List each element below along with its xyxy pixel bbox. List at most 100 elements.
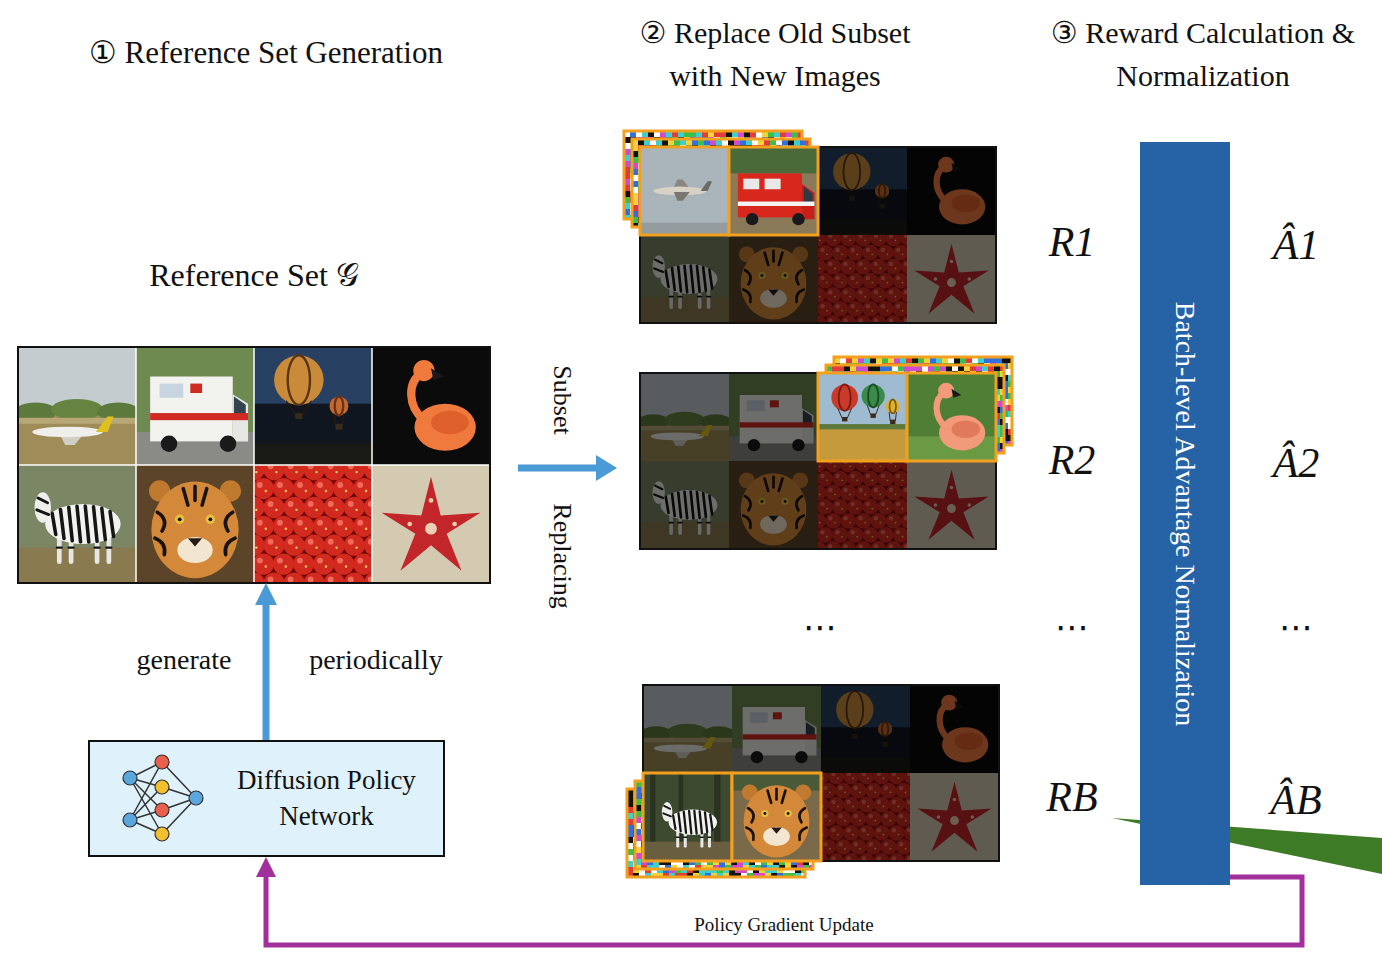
picture-part	[51, 399, 103, 420]
picture-part	[293, 554, 314, 575]
thumbnail-image	[637, 373, 731, 461]
thumbnail-image	[810, 231, 924, 331]
picture-part	[275, 546, 277, 548]
picture-part	[315, 546, 317, 548]
picture-part	[353, 478, 372, 499]
picture-part	[729, 461, 818, 549]
picture-part	[263, 535, 284, 556]
picture-part	[315, 509, 317, 511]
picture-part	[344, 535, 365, 556]
picture-part	[802, 184, 814, 219]
picture-part	[277, 520, 283, 526]
picture-part	[335, 546, 337, 548]
picture-part	[178, 517, 182, 521]
thumbnail-image	[372, 465, 490, 583]
dim-overlay	[818, 373, 907, 461]
picture-part	[254, 478, 274, 499]
thumbnail-content	[818, 147, 907, 235]
picture-part	[738, 202, 815, 206]
thumbnail-image	[729, 373, 818, 461]
thumbnail-image	[14, 347, 139, 465]
thumbnail-content	[729, 461, 818, 549]
thumbnail-image	[254, 347, 372, 465]
picture-part	[208, 517, 212, 521]
picture-part	[325, 565, 327, 567]
picture-part	[225, 512, 232, 531]
picture-part	[333, 516, 354, 537]
picture-part	[273, 554, 294, 575]
thumbnail-image	[729, 461, 818, 549]
picture-part	[328, 539, 334, 545]
picture-part	[96, 417, 114, 432]
dim-overlay	[640, 461, 729, 549]
picture-part	[701, 181, 713, 191]
picture-part	[746, 213, 758, 225]
picture-part	[263, 497, 284, 518]
picture-part	[328, 577, 334, 583]
picture-part	[60, 509, 64, 538]
picture-part	[277, 558, 283, 564]
picture-part	[939, 415, 985, 450]
picture-part	[353, 516, 372, 537]
picture-part	[729, 373, 818, 461]
thumbnail-image	[818, 373, 907, 461]
picture-part	[284, 572, 305, 583]
picture-part	[324, 465, 345, 480]
picture-part	[317, 558, 323, 564]
dim-overlay	[640, 147, 729, 235]
picture-part	[268, 577, 274, 583]
dim-overlay	[818, 461, 907, 549]
picture-part	[674, 192, 690, 201]
picture-part	[357, 520, 363, 526]
picture-part	[337, 482, 343, 488]
picture-part	[297, 520, 303, 526]
picture-part	[317, 520, 323, 526]
picture-part	[335, 424, 342, 430]
picture-part	[254, 497, 265, 518]
thumbnail-content	[18, 347, 136, 465]
grid-border	[640, 373, 996, 549]
thumbnail-content	[18, 465, 136, 583]
thumbnail-image	[907, 373, 996, 461]
thumbnail-image	[640, 461, 729, 549]
dim-overlay	[729, 461, 818, 549]
picture-part	[743, 179, 759, 190]
picture-part	[640, 235, 729, 323]
picture-part	[37, 510, 49, 515]
picture-part	[304, 572, 325, 583]
picture-part	[738, 173, 802, 217]
orange-frame	[640, 147, 729, 235]
picture-part	[18, 415, 136, 465]
picture-part	[357, 558, 363, 564]
picture-part	[52, 513, 56, 534]
thumbnail-image	[372, 347, 490, 465]
dim-overlay	[729, 235, 818, 323]
picture-part	[640, 223, 729, 235]
picture-part	[273, 516, 294, 537]
picture-part	[640, 461, 729, 549]
picture-part	[254, 347, 372, 465]
thumbnail-content	[640, 147, 729, 235]
picture-part	[94, 507, 98, 542]
picture-part	[297, 558, 303, 564]
picture-part	[288, 501, 294, 507]
picture-part	[263, 465, 284, 480]
picture-part	[268, 539, 274, 545]
picture-part	[938, 383, 954, 399]
picture-part	[161, 436, 178, 453]
picture-part	[284, 535, 305, 556]
picture-part	[102, 508, 106, 539]
picture-part	[32, 427, 103, 438]
picture-part	[273, 478, 294, 499]
picture-part	[265, 490, 267, 492]
picture-part	[157, 512, 164, 531]
picture-part	[190, 384, 202, 393]
picture-part	[355, 471, 357, 473]
thumbnail-content	[372, 347, 490, 465]
picture-part	[353, 554, 372, 575]
picture-part	[414, 404, 475, 451]
picture-part	[254, 444, 372, 465]
thumbnail-image	[136, 347, 254, 465]
picture-part	[302, 401, 311, 414]
picture-part	[333, 478, 354, 499]
